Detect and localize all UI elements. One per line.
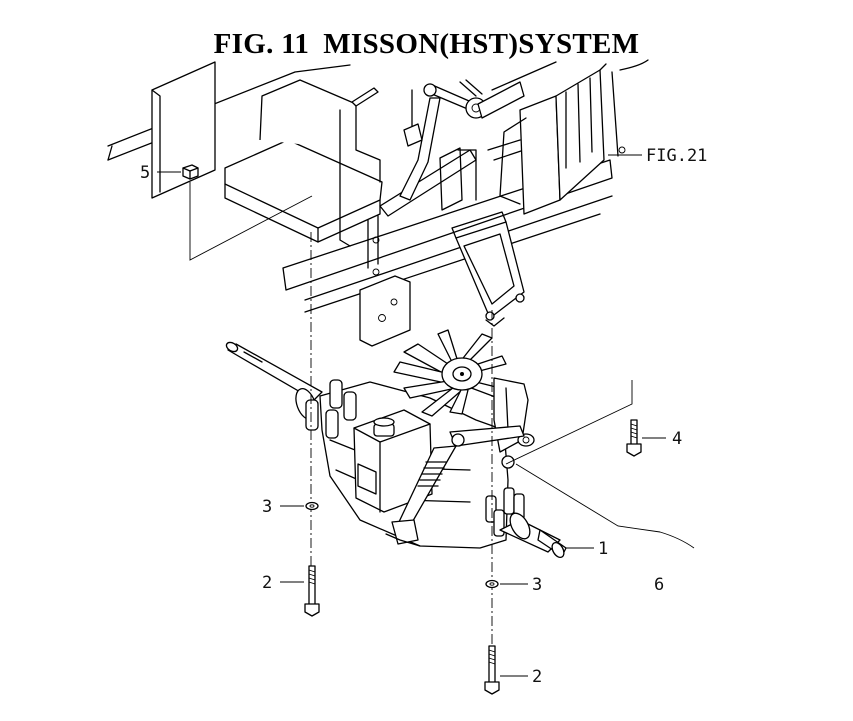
- callout-3-right: 3: [532, 575, 542, 595]
- callout-1: 1: [598, 539, 608, 559]
- chassis-frame: [107, 61, 613, 347]
- part-4-bolt: [626, 419, 642, 457]
- part-3-washer-left: [305, 501, 319, 511]
- callout-5: 5: [140, 163, 150, 183]
- cooling-fan: [393, 329, 507, 417]
- callout-6: 6: [654, 575, 664, 595]
- figure-title: FIG. 11 MISSON(HST)SYSTEM: [0, 28, 853, 61]
- shock-absorber: [391, 445, 457, 545]
- figure-number: FIG. 11: [213, 28, 310, 60]
- callout-fig21: FIG.21: [646, 146, 707, 166]
- callout-4: 4: [672, 429, 682, 449]
- rear-upright: [477, 59, 649, 215]
- callout-3-left: 3: [262, 497, 272, 517]
- figure-name: MISSON(HST)SYSTEM: [323, 28, 640, 60]
- callout-2-right: 2: [532, 667, 542, 687]
- support-plate: [451, 211, 525, 327]
- callout-2-left: 2: [262, 573, 272, 593]
- part-3-washer-right: [485, 579, 499, 589]
- part-2-bolt-right: [484, 645, 500, 695]
- control-linkage: [351, 79, 525, 217]
- part-2-bolt-left: [304, 565, 320, 617]
- hst-transmission: [225, 329, 567, 559]
- part-5-nut: [182, 164, 199, 180]
